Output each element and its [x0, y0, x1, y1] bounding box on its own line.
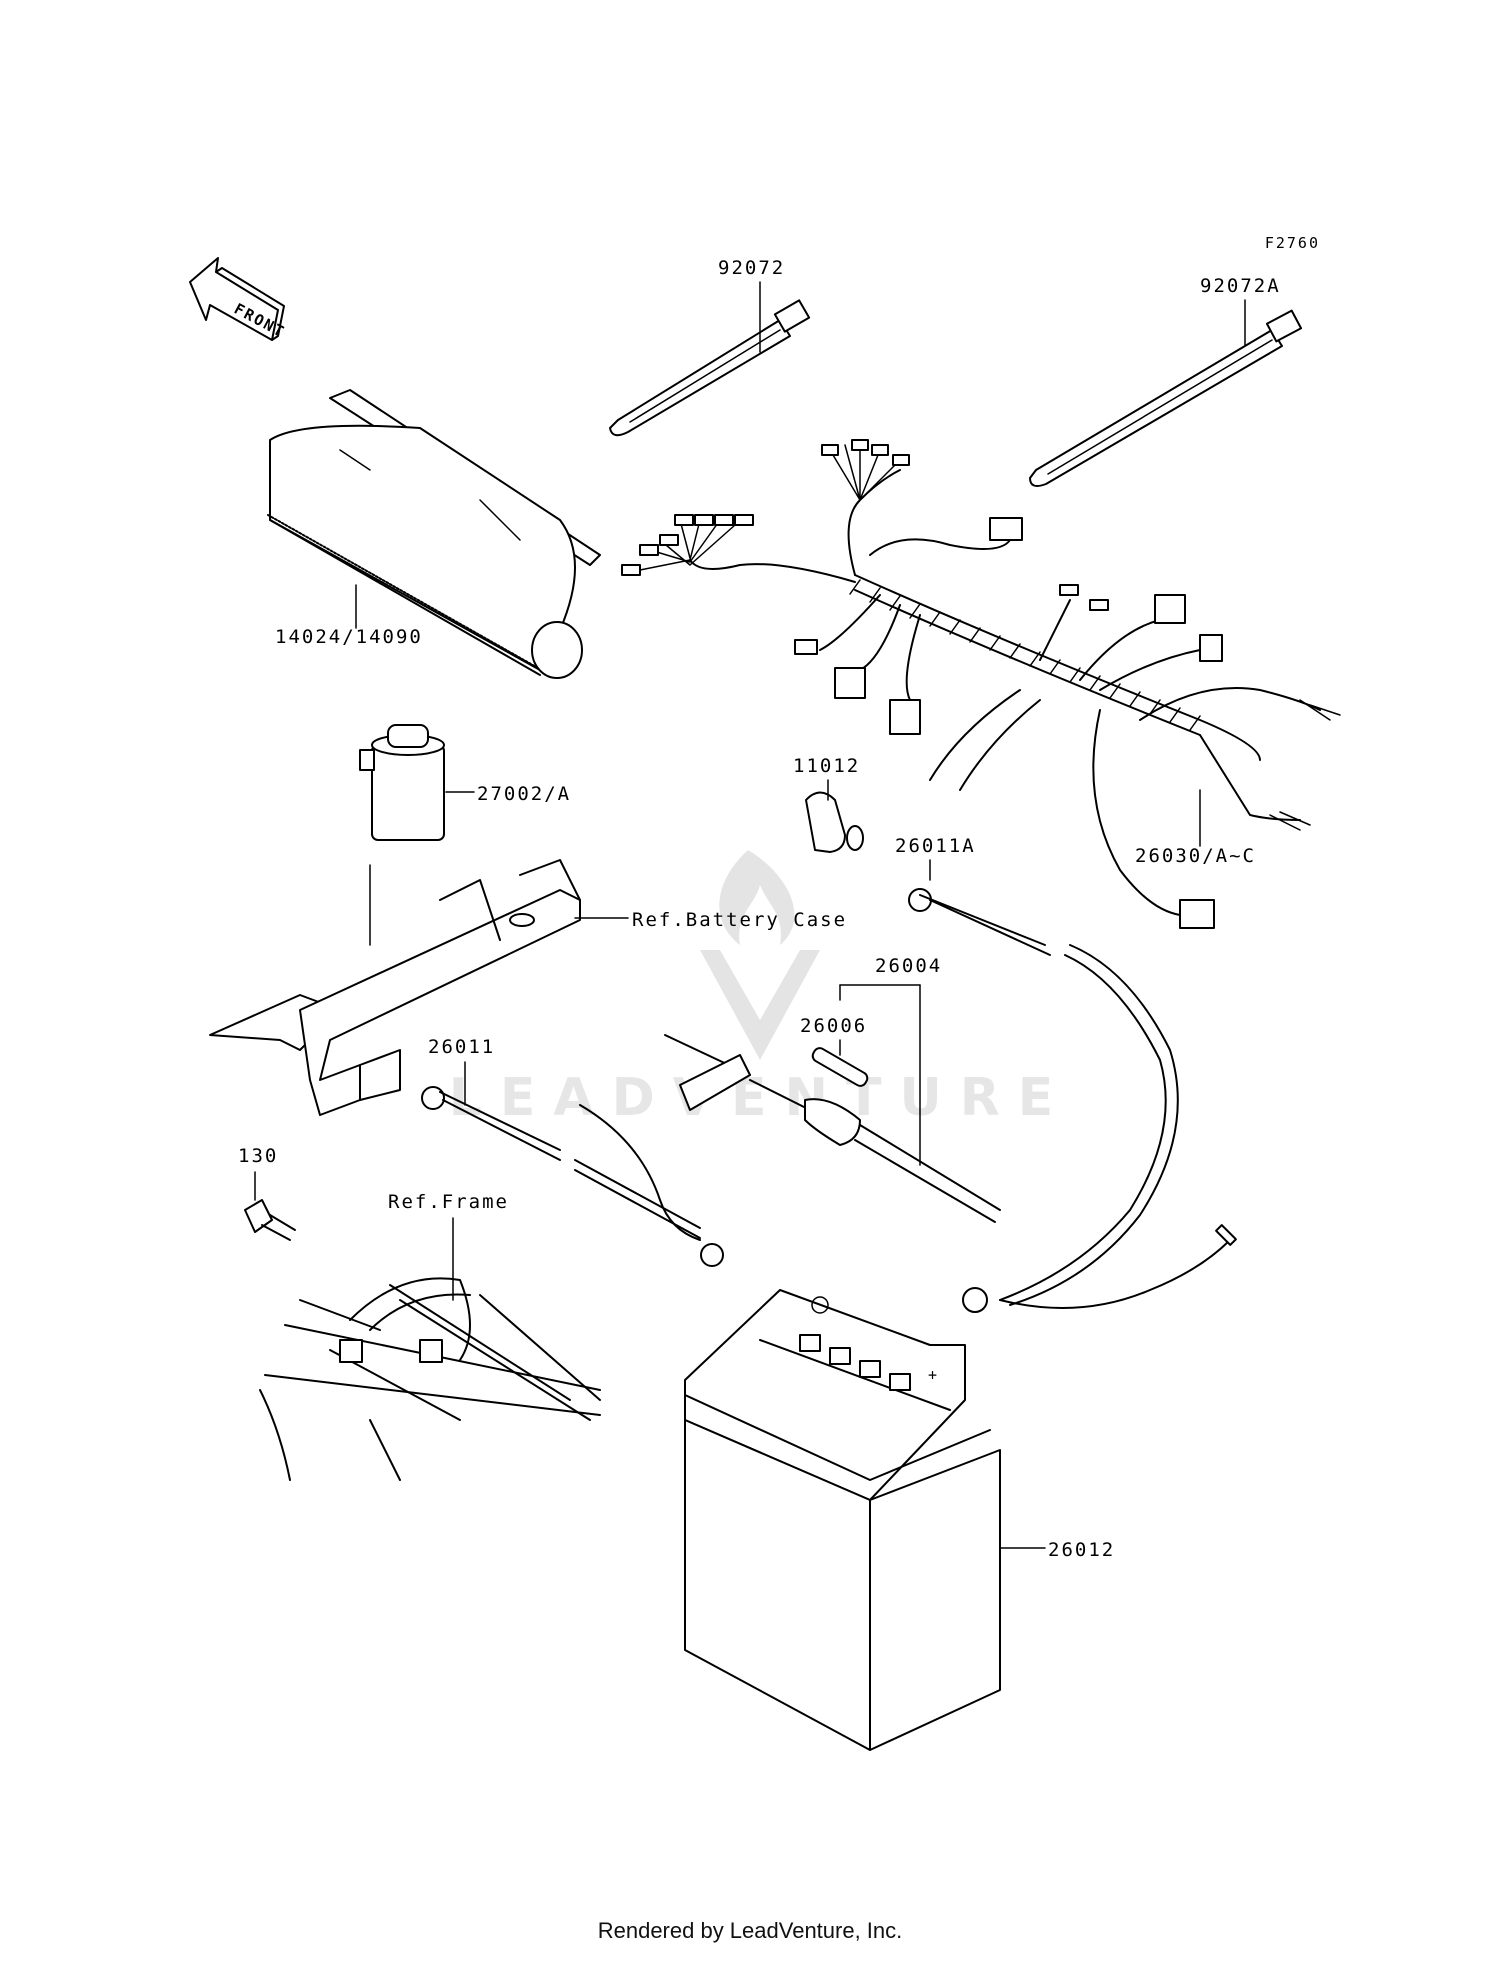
callout-26030: 26030/A~C — [1135, 845, 1256, 867]
callout-26006: 26006 — [800, 1015, 867, 1037]
callout-27002: 27002/A — [477, 783, 571, 805]
battery-case-bracket — [209, 859, 581, 1116]
boot-11012 — [805, 791, 864, 853]
callout-26011: 26011 — [428, 1036, 495, 1058]
callout-26004: 26004 — [875, 955, 942, 977]
front-label: FRONT — [231, 300, 288, 342]
callout-ref-frame: Ref.Frame — [388, 1191, 509, 1213]
frame-section — [259, 1277, 601, 1481]
bolt-130 — [244, 1199, 296, 1241]
svg-text:+: + — [928, 1366, 939, 1384]
battery-26012: + — [684, 1289, 1001, 1751]
callout-14024: 14024/14090 — [275, 626, 423, 648]
watermark-text: LEADVENTURE — [449, 1068, 1072, 1128]
callout-26011a: 26011A — [895, 835, 976, 857]
figure-code: F2760 — [1265, 234, 1320, 252]
relay-27002 — [359, 724, 445, 841]
callout-11012: 11012 — [793, 755, 860, 777]
cable-tie-92072a — [1029, 309, 1303, 487]
callout-92072: 92072 — [718, 257, 785, 279]
footer-credit: Rendered by LeadVenture, Inc. — [597, 1918, 903, 1943]
callout-130: 130 — [238, 1145, 278, 1167]
callout-ref-battery-case: Ref.Battery Case — [632, 909, 847, 931]
fuse-26006 — [811, 1047, 869, 1087]
lead-26011 — [421, 1086, 724, 1267]
main-harness-26030 — [621, 439, 1341, 929]
callout-92072a: 92072A — [1200, 275, 1281, 297]
cable-tie-92072 — [609, 299, 811, 437]
cover-14024 — [267, 389, 601, 679]
lead-26011a — [908, 888, 1237, 1313]
watermark: LEADVENTURE — [449, 850, 1072, 1128]
fuse-holder-26004 — [664, 1034, 1001, 1223]
callout-26012: 26012 — [1048, 1539, 1115, 1561]
front-arrow-icon: FRONT — [189, 257, 288, 342]
